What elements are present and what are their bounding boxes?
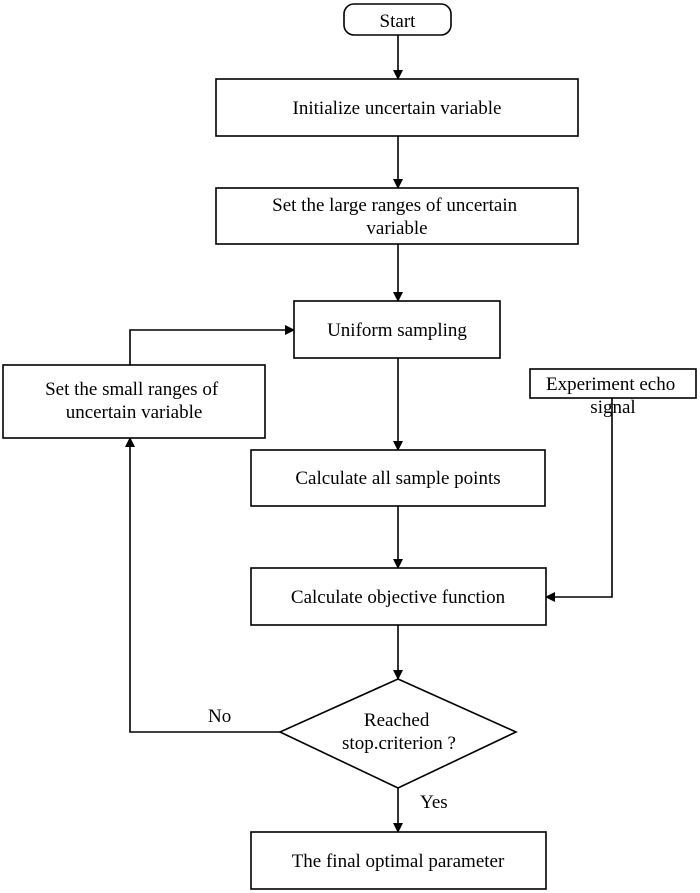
experiment-echo-label-line-2: signal (590, 397, 635, 418)
edge-label-no: No (208, 706, 231, 727)
start-terminal-label: Start (380, 11, 417, 32)
edge-label-yes: Yes (420, 792, 448, 813)
large-ranges-box (215, 187, 579, 245)
stop-criterion-decision (278, 678, 518, 789)
final-parameter-label-line: The final optimal parameter (292, 851, 505, 872)
initialize-variable-box (215, 78, 579, 137)
large-ranges-label: Set the large ranges of uncertain variab… (272, 195, 522, 239)
calc-sample-points-box (250, 449, 546, 507)
calc-sample-points-label: Calculate all sample points (295, 468, 500, 489)
edge-decision-no-to-small-ranges (125, 437, 280, 733)
uniform-sampling-label: Uniform sampling (327, 320, 467, 341)
experiment-echo-label: Experiment echo signal (546, 374, 680, 418)
small-ranges-label: Set the small ranges of uncertain variab… (45, 379, 223, 423)
edge-experiment-to-calc-objective (545, 398, 613, 602)
calc-objective-label-line: Calculate objective function (291, 587, 506, 608)
stop-criterion-label-line-1: Reached (364, 710, 430, 731)
initialize-variable-label-line: Initialize uncertain variable (293, 98, 502, 119)
small-ranges-label-line-2: uncertain variable (66, 402, 203, 423)
large-ranges-label-line-1: Set the large ranges of uncertain (272, 195, 517, 216)
stop-criterion-label-line-2: stop.criterion ? (342, 733, 456, 754)
edge-small-ranges-to-uniform-sampling (129, 325, 295, 365)
experiment-echo-box (529, 368, 697, 399)
stop-criterion-label: Reached stop.criterion ? (342, 710, 456, 754)
small-ranges-box (2, 364, 266, 439)
experiment-echo-label-line-1: Experiment echo (546, 374, 675, 395)
uniform-sampling-label-line: Uniform sampling (327, 320, 467, 341)
final-parameter-box (250, 831, 547, 890)
calc-objective-box (250, 567, 547, 626)
uniform-sampling-box (293, 300, 501, 359)
start-terminal (343, 3, 452, 36)
calc-sample-points-label-line: Calculate all sample points (295, 468, 500, 489)
final-parameter-label: The final optimal parameter (292, 851, 505, 872)
large-ranges-label-line-2: variable (366, 218, 427, 239)
calc-objective-label: Calculate objective function (291, 587, 506, 608)
start-terminal-label-line: Start (380, 11, 417, 32)
small-ranges-label-line-1: Set the small ranges of (45, 379, 219, 400)
initialize-variable-label: Initialize uncertain variable (293, 98, 502, 119)
